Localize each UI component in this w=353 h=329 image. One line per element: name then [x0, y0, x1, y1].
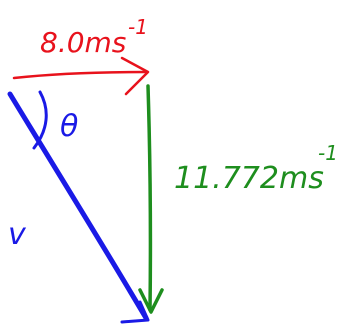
- horizontal-velocity-arrow: [12, 56, 150, 96]
- vertical-velocity-arrow: [138, 84, 164, 314]
- angle-label: θ: [60, 109, 78, 144]
- vertical-velocity-exponent: -1: [318, 141, 338, 165]
- resultant-velocity-arrow: [7, 91, 150, 324]
- vertical-velocity-label: 11.772ms: [174, 161, 324, 196]
- horizontal-velocity-exponent: -1: [128, 15, 148, 39]
- horizontal-velocity-label: 8.0ms: [40, 26, 126, 59]
- resultant-label: v: [8, 217, 27, 252]
- angle-arc: [32, 90, 48, 150]
